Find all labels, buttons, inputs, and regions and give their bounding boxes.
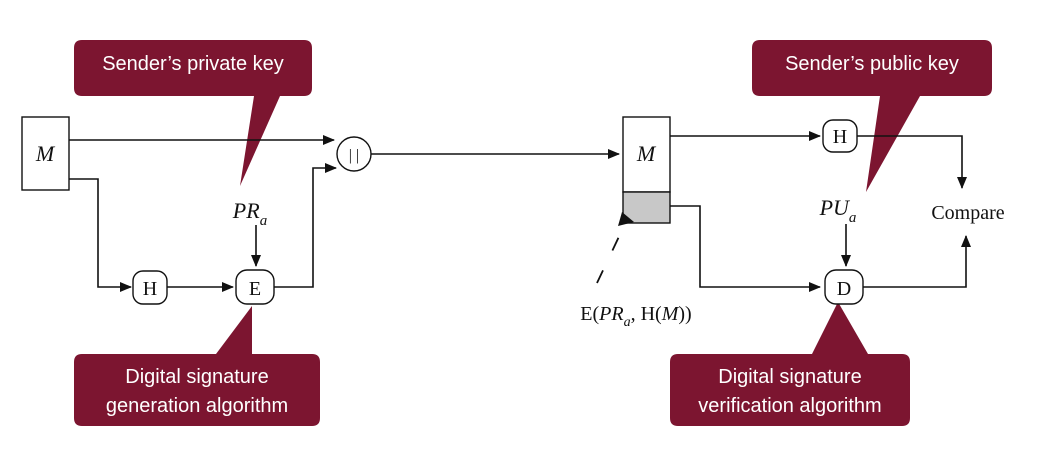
sig-key-base: PR: [598, 303, 623, 325]
decrypt-label: D: [837, 278, 851, 300]
sig-msg: M: [661, 303, 680, 325]
callout-sender-private-key: Sender’s private key: [74, 40, 312, 186]
sig-prefix: E(: [580, 303, 599, 325]
received-message-label: M: [636, 141, 657, 166]
callout-sender-public-key-text: Sender’s public key: [785, 53, 959, 75]
message-box: [21, 116, 70, 191]
arrow-encrypt-to-concat: [274, 163, 337, 288]
callout-sender-private-key-text: Sender’s private key: [102, 53, 284, 75]
hash-right-label: H: [833, 126, 847, 148]
arrow-hash-to-compare: [857, 135, 967, 189]
sig-close: )): [678, 303, 691, 325]
compare-label: Compare: [931, 202, 1004, 224]
callout-generation-line2: generation algorithm: [106, 395, 288, 417]
public-key-label: PUa: [819, 195, 857, 226]
public-key-sub: a: [849, 210, 857, 226]
arrow-decrypt-to-compare: [863, 235, 971, 288]
callout-sender-public-key: Sender’s public key: [752, 40, 992, 192]
arrow-message-to-hash: [69, 178, 132, 292]
signature-pointer-dashed: [596, 225, 625, 284]
message-label: M: [35, 141, 56, 166]
private-key-sub: a: [260, 213, 268, 229]
signature-block: [622, 191, 671, 224]
signature-pointer-head: [618, 212, 634, 226]
concat-symbol: | |: [349, 147, 359, 164]
encrypt-label: E: [249, 278, 261, 300]
sig-key-sub: a: [624, 315, 631, 330]
callout-verification-line1: Digital signature: [718, 366, 861, 388]
private-key-base: PR: [232, 198, 260, 223]
callout-generation-algorithm: Digital signature generation algorithm: [74, 306, 320, 426]
arrow-signature-to-decrypt: [670, 205, 821, 292]
callout-verification-line2: verification algorithm: [698, 395, 881, 417]
hash-left-label: H: [143, 278, 157, 300]
private-key-label: PRa: [232, 198, 267, 229]
callout-verification-algorithm: Digital signature verification algorithm: [670, 302, 910, 426]
sig-suffix: , H(: [631, 303, 662, 325]
signature-expression: E(PRa, H(M)): [580, 303, 691, 330]
public-key-base: PU: [819, 195, 851, 220]
callout-generation-line1: Digital signature: [125, 366, 268, 388]
